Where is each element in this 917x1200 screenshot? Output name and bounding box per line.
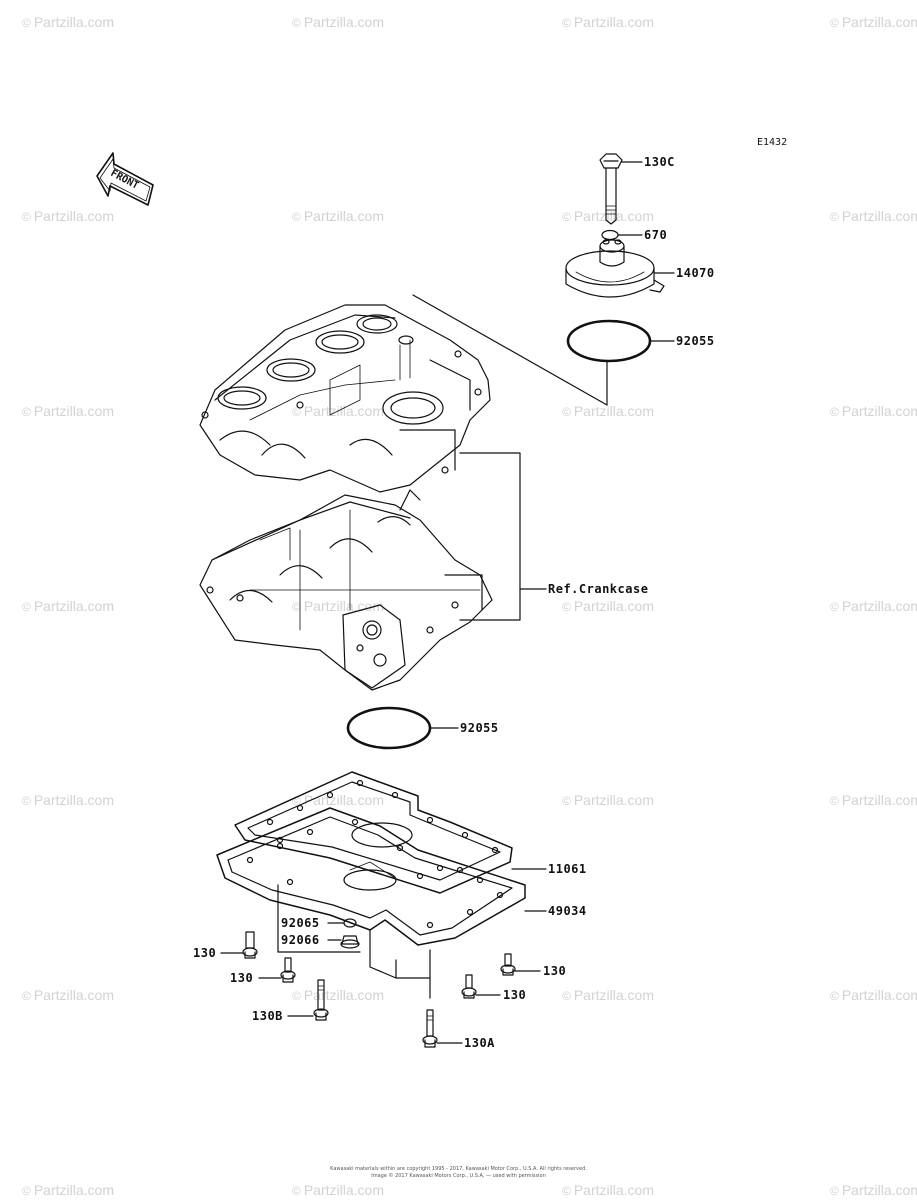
label-130-right-lower: 130 (503, 988, 527, 1002)
copyright-line-2: Image © 2017 Kawasaki Motors Corp., U.S.… (371, 1173, 546, 1179)
label-49034: 49034 (548, 904, 587, 918)
watermark: ©Partzilla.com (830, 14, 917, 30)
label-130-mid: 130 (230, 971, 254, 985)
watermark: ©Partzilla.com (562, 1182, 654, 1198)
bolt-130a (422, 1009, 438, 1048)
gasket-11061 (234, 771, 513, 894)
watermark: ©Partzilla.com (830, 598, 917, 614)
copyright-line-1: Kawasaki materials within are copyright … (330, 1166, 587, 1172)
label-130-right-upper: 130 (543, 964, 567, 978)
lower-crankcase (199, 489, 493, 691)
label-670: 670 (644, 228, 668, 242)
bolt-130c (599, 153, 623, 225)
label-130c: 130C (644, 155, 675, 169)
o-ring-670 (601, 229, 619, 241)
bolt-130-right-upper (500, 953, 516, 976)
diagram-code: E1432 (757, 137, 788, 148)
oil-pan-49034 (216, 807, 526, 946)
label-92066: 92066 (281, 933, 320, 947)
o-ring-92055-top (566, 319, 652, 363)
watermark: ©Partzilla.com (562, 792, 654, 808)
label-ref-crankcase: Ref.Crankcase (548, 582, 649, 596)
label-92065: 92065 (281, 916, 320, 930)
watermark: ©Partzilla.com (22, 14, 114, 30)
bolt-130-left (242, 931, 258, 959)
front-arrow-icon (96, 152, 154, 206)
watermark: ©Partzilla.com (292, 792, 384, 808)
watermark: ©Partzilla.com (562, 403, 654, 419)
watermark: ©Partzilla.com (830, 792, 917, 808)
upper-crankcase (199, 304, 491, 493)
watermark: ©Partzilla.com (830, 987, 917, 1003)
watermark: ©Partzilla.com (292, 208, 384, 224)
label-14070: 14070 (676, 266, 715, 280)
watermark: ©Partzilla.com (22, 598, 114, 614)
label-130a: 130A (464, 1036, 495, 1050)
watermark: ©Partzilla.com (830, 1182, 917, 1198)
label-11061: 11061 (548, 862, 587, 876)
watermark: ©Partzilla.com (562, 598, 654, 614)
cover-14070 (565, 239, 665, 298)
watermark: ©Partzilla.com (292, 598, 384, 614)
label-92055-top: 92055 (676, 334, 715, 348)
watermark: ©Partzilla.com (22, 987, 114, 1003)
watermark: ©Partzilla.com (562, 987, 654, 1003)
label-130b: 130B (252, 1009, 283, 1023)
bolt-130b (313, 979, 329, 1021)
drain-plug-92066 (340, 935, 360, 949)
watermark: ©Partzilla.com (830, 403, 917, 419)
copyright-notice: Kawasaki materials within are copyright … (0, 1166, 917, 1180)
watermark: ©Partzilla.com (22, 792, 114, 808)
label-92055-bottom: 92055 (460, 721, 499, 735)
bolt-130-right-lower (461, 974, 477, 999)
bolt-130-mid (280, 957, 296, 983)
watermark: ©Partzilla.com (292, 14, 384, 30)
watermark: ©Partzilla.com (292, 403, 384, 419)
watermark: ©Partzilla.com (562, 14, 654, 30)
watermark: ©Partzilla.com (22, 1182, 114, 1198)
watermark: ©Partzilla.com (292, 1182, 384, 1198)
o-ring-92055-bottom (346, 706, 432, 750)
watermark: ©Partzilla.com (22, 208, 114, 224)
watermark: ©Partzilla.com (22, 403, 114, 419)
watermark: ©Partzilla.com (562, 208, 654, 224)
watermark: ©Partzilla.com (830, 208, 917, 224)
label-130-left: 130 (193, 946, 217, 960)
